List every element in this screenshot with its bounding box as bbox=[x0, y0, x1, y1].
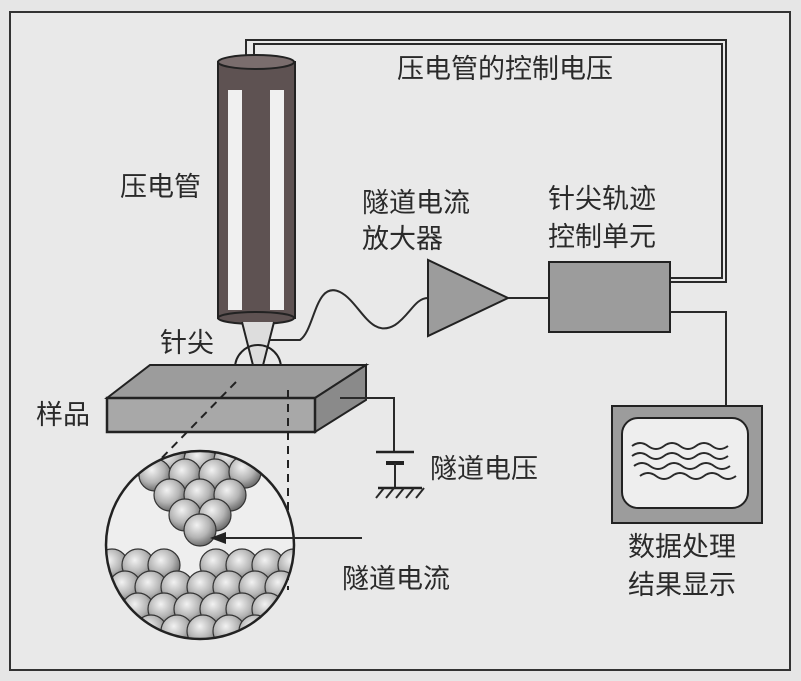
signal-wire bbox=[270, 289, 429, 341]
tunnel-voltage-label: 隧道电压 bbox=[430, 454, 538, 485]
display-monitor-icon bbox=[611, 405, 763, 524]
tunnel-current-label: 隧道电流 bbox=[342, 564, 450, 595]
ground-icon bbox=[375, 486, 425, 499]
magnified-view-circle bbox=[104, 449, 296, 641]
tip-trajectory-controller bbox=[548, 261, 671, 333]
amplifier-label-line1: 隧道电流 bbox=[362, 188, 470, 219]
amplifier-label-line2: 放大器 bbox=[362, 224, 443, 255]
controller-label-line2: 控制单元 bbox=[548, 222, 656, 253]
piezo-tube-label: 压电管 bbox=[120, 172, 201, 203]
control-voltage-wire bbox=[245, 39, 727, 283]
arrowhead-icon bbox=[210, 532, 226, 544]
display-label-line2: 结果显示 bbox=[628, 570, 736, 601]
zoom-line-left bbox=[149, 381, 237, 471]
control-voltage-wire-inner bbox=[253, 43, 723, 279]
controller-to-display-wire bbox=[670, 311, 727, 406]
voltage-source bbox=[340, 397, 414, 488]
control-voltage-label: 压电管的控制电压 bbox=[397, 54, 613, 85]
controller-label-line1: 针尖轨迹 bbox=[548, 184, 656, 215]
amplifier-icon bbox=[427, 258, 511, 338]
sample-label: 样品 bbox=[36, 400, 90, 431]
atom bbox=[183, 513, 217, 547]
sample-block bbox=[104, 363, 370, 434]
tip-label: 针尖 bbox=[160, 328, 214, 359]
piezo-tube bbox=[217, 54, 296, 325]
display-label-line1: 数据处理 bbox=[628, 532, 736, 563]
